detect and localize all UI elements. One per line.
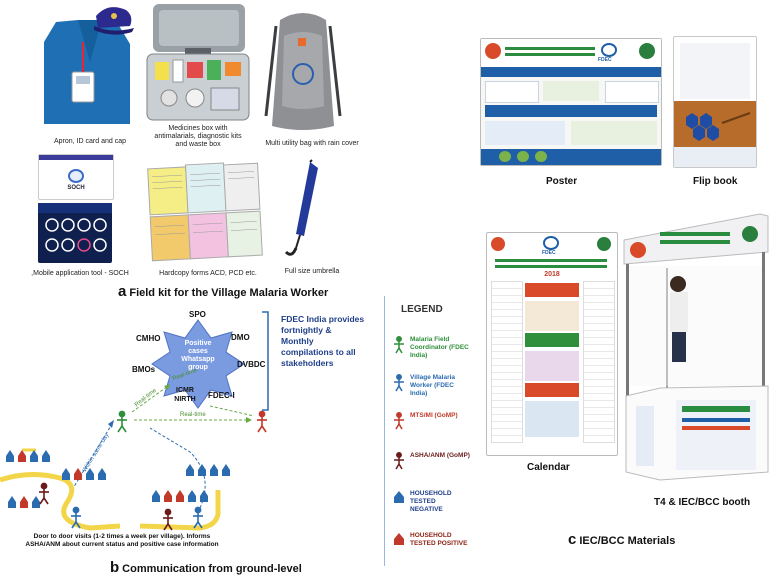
panel-a-letter: a (118, 283, 127, 300)
household-cluster-2 (62, 468, 106, 480)
legend-item-household-positive: HOUSEHOLD TESTED POSITIVE (393, 532, 470, 548)
whatsapp-group-star (151, 319, 245, 409)
calendar-year: 2018 (544, 271, 560, 278)
flipbook-image (673, 36, 757, 168)
booth-image (620, 210, 770, 482)
node-dvbdc: DVBDC (237, 360, 266, 369)
village-malaria-worker-figure-1 (71, 506, 81, 529)
calendar-caption: Calendar (527, 462, 570, 473)
flipbook-caption: Flip book (693, 176, 738, 187)
panel-b-letter: b (110, 559, 120, 576)
poster-brand: FDEC (598, 57, 612, 63)
person-icon (394, 452, 404, 470)
house-icon (394, 533, 404, 545)
legend-item-asha-anm: ASHA/ANM (GoMP) (393, 452, 470, 470)
bag-photo (262, 6, 344, 136)
mobile-app-splash: SOCH (38, 154, 114, 200)
node-bmos: BMOs (132, 365, 156, 374)
legend-item-household-negative: HOUSEHOLD TESTED NEGATIVE (393, 490, 470, 514)
panel-c-letter: c (568, 531, 577, 548)
node-icmr-nirth: ICMR NIRTH (174, 387, 196, 403)
village-malaria-worker-figure-2 (193, 506, 203, 529)
fdec-note: FDEC India provides fortnightly & Monthl… (281, 314, 365, 368)
mts-mi-figure (257, 410, 267, 433)
legend-title: LEGEND (401, 304, 443, 315)
calendar-brand: FDEC (542, 250, 556, 256)
person-icon (394, 412, 404, 430)
node-dmo: DMO (231, 333, 250, 342)
person-icon (394, 336, 404, 354)
legend-item-field-coordinator: Malaria Field Coordinator (FDEC India) (393, 336, 470, 360)
node-spo: SPO (189, 310, 206, 319)
booth-caption: T4 & IEC/BCC booth (654, 497, 751, 508)
legend-label-household-negative: HOUSEHOLD TESTED NEGATIVE (410, 490, 452, 513)
asha-anm-figure-1 (39, 482, 49, 505)
household-cluster-5 (152, 490, 208, 502)
door-to-door-note: Door to door visits (1-2 times a week pe… (25, 533, 219, 548)
mobile-app-caption: ,Mobile application tool - SOCH (31, 270, 129, 277)
node-fdec-i: FDEC-I (208, 391, 235, 400)
panel-b-title-text: Communication from ground-level (122, 563, 302, 575)
node-cmho: CMHO (136, 334, 161, 343)
house-icon (394, 491, 404, 503)
legend-divider (384, 296, 385, 566)
bag-caption: Multi utility bag with rain cover (265, 140, 359, 147)
legend-label-household-positive: HOUSEHOLD TESTED POSITIVE (410, 532, 468, 547)
household-cluster-3 (8, 496, 40, 508)
medicine-box-photo (145, 2, 250, 122)
apron-photo (38, 2, 136, 128)
hub-label: Positive cases Whatsapp group (181, 340, 215, 371)
panel-c-title-text: IEC/BCC Materials (579, 535, 676, 547)
panel-a-title-text: Field kit for the Village Malaria Worker (129, 287, 329, 299)
asha-anm-figure-2 (163, 508, 173, 531)
hardcopy-forms-photo (146, 160, 264, 264)
legend-label-asha-anm: ASHA/ANM (GoMP) (410, 452, 470, 459)
person-icon (394, 374, 404, 392)
hardcopy-forms-caption: Hardcopy forms ACD, PCD etc. (159, 270, 257, 277)
realtime-label-2: Real-time (180, 412, 206, 418)
app-name-label: SOCH (67, 185, 85, 191)
household-cluster-1 (6, 450, 50, 462)
legend-label-village-worker: Village Malaria Worker (FDEC India) (410, 374, 456, 397)
legend-label-field-coordinator: Malaria Field Coordinator (FDEC India) (410, 336, 469, 359)
medicine-box-caption: Medicines box with antimalarials, diagno… (154, 125, 242, 148)
legend-item-village-worker: Village Malaria Worker (FDEC India) (393, 374, 470, 398)
calendar-image: FDEC 2018 (486, 232, 618, 456)
poster-image: FDEC (480, 38, 662, 166)
poster-caption: Poster (546, 176, 578, 187)
umbrella-photo (282, 158, 332, 260)
umbrella-caption: Full size umbrella (284, 268, 340, 275)
legend-label-mts-mi: MTS/MI (GoMP) (410, 412, 458, 419)
household-cluster-4 (186, 464, 230, 476)
communication-diagram (0, 311, 269, 531)
legend-item-mts-mi: MTS/MI (GoMP) (393, 412, 470, 430)
apron-caption: Apron, ID card and cap (54, 138, 126, 145)
malaria-field-coordinator-figure (117, 410, 127, 433)
mobile-app-menu (38, 203, 112, 263)
